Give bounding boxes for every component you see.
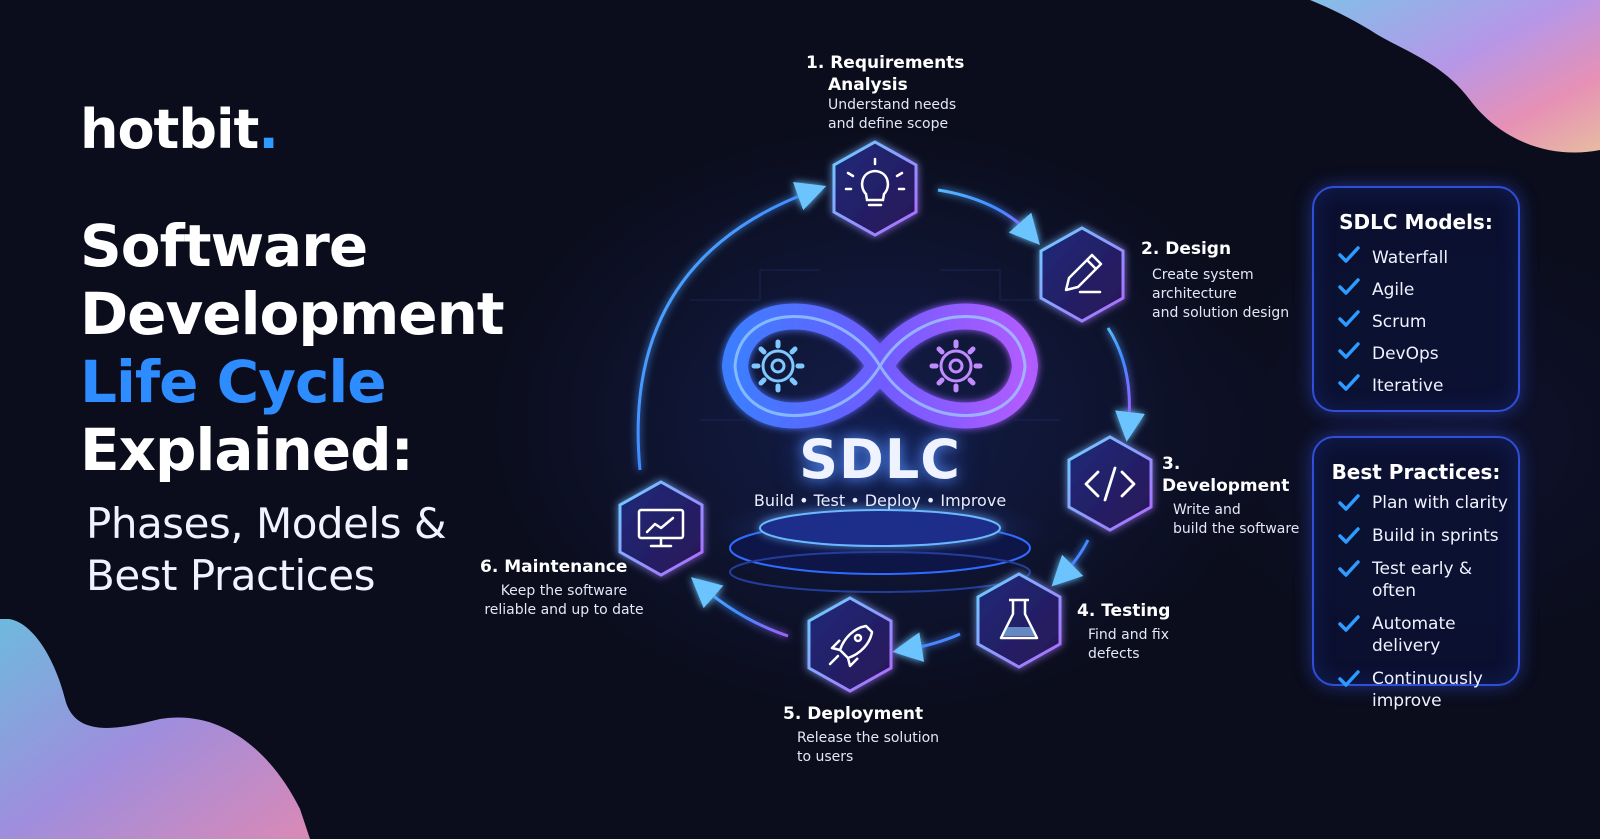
list-item: Build in sprints [1338,525,1518,547]
pencil-icon [1064,253,1103,294]
brand-name: hotbit [80,98,259,161]
arrow-6-to-1 [636,181,827,471]
checkmark-icon [1338,560,1360,577]
infinity-loop [722,303,1038,429]
rocket-icon [828,624,874,668]
phase-5-hex [807,596,893,693]
monitor-chart-icon [637,508,685,548]
arrow-1-to-2 [937,188,1040,245]
model-label: Agile [1372,280,1415,300]
best-practices-panel: Best Practices: Plan with clarity Build … [1312,436,1520,711]
phase-1-hex [832,140,918,237]
checkmark-icon [1338,374,1360,391]
arrow-2-to-3 [1106,327,1145,442]
checkmark-icon [1338,615,1360,632]
subtitle-line-1: Phases, Models & [86,499,447,548]
list-item: Iterative [1338,370,1518,402]
phase-3-title: 3. Development [1162,454,1290,496]
checkmark-icon [1338,246,1360,263]
title-line-2: Development [80,280,505,348]
practice-label: Continuously improve [1372,669,1483,711]
practice-label: Test early & often [1372,559,1473,601]
phase-5-title: 5. Deployment [783,704,924,724]
phase-4-label: 4. Testing Find and fix defects [1077,600,1217,664]
practice-label: Build in sprints [1372,526,1499,546]
gear-icon [929,339,983,393]
model-label: Scrum [1372,312,1427,332]
brand-logo: hotbit. [80,98,279,161]
flask-icon [999,598,1039,640]
list-item: Automate delivery [1338,613,1518,657]
arrow-4-to-5 [892,632,961,662]
list-item: Scrum [1338,306,1518,338]
phase-3-label: 3. Development Write and build the softw… [1162,453,1302,539]
list-item: Plan with clarity [1338,492,1518,514]
phase-6-label: 6. Maintenance Keep the software reliabl… [474,556,654,620]
phase-4-hex [976,572,1062,669]
model-label: Iterative [1372,376,1444,396]
phase-3-description: Write and build the software [1173,502,1300,537]
sdlc-models-heading: SDLC Models: [1339,210,1493,234]
page-title: Software Development Life Cycle Explaine… [80,212,505,484]
brand-dot: . [258,98,278,161]
phase-1-description: Understand needs and define scope [828,97,957,132]
phase-2-hex [1039,226,1125,323]
phase-2-description: Create system architecture and solution … [1152,267,1290,321]
checkmark-icon [1338,342,1360,359]
practice-label: Plan with clarity [1372,493,1508,513]
gear-icon [751,339,805,393]
phase-5-label: 5. Deployment Release the solution to us… [783,703,963,767]
model-label: Waterfall [1372,248,1449,268]
subtitle-line-2: Best Practices [86,551,376,600]
best-practices-heading: Best Practices: [1331,460,1501,484]
phase-1-title-line-2: Analysis [828,75,908,95]
title-line-1: Software [80,212,368,280]
list-item: DevOps [1338,338,1518,370]
core-subtitle: Build • Test • Deploy • Improve [753,491,1007,510]
arrow-5-to-6 [690,577,789,638]
title-line-4: Explained: [80,416,414,484]
phase-6-description: Keep the software reliable and up to dat… [484,583,644,618]
glowing-podium [710,490,1050,593]
list-item: Agile [1338,274,1518,306]
title-line-3: Life Cycle [80,348,387,416]
checkmark-icon [1338,278,1360,295]
list-item: Continuously improve [1338,668,1518,712]
practice-label: Automate delivery [1372,614,1456,656]
phase-4-title: 4. Testing [1077,601,1171,621]
phase-2-title: 2. Design [1141,239,1232,259]
page-subtitle: Phases, Models & Best Practices [86,498,447,602]
phase-1-title: 1. Requirements [806,53,965,73]
lightbulb-icon [844,157,906,207]
sdlc-models-list: Waterfall Agile Scrum DevOps Iterative [1314,234,1518,402]
circuit-background [690,269,1060,421]
sdlc-models-panel: SDLC Models: Waterfall Agile Scrum DevOp… [1312,186,1520,412]
best-practices-list: Plan with clarity Build in sprints Test … [1314,484,1518,712]
cycle-arrows [636,181,1145,662]
checkmark-icon [1338,527,1360,544]
phase-6-title: 6. Maintenance [480,557,628,577]
phase-1-label: 1. Requirements Analysis Understand need… [806,52,986,134]
phase-4-description: Find and fix defects [1088,627,1170,662]
code-icon [1084,466,1136,502]
checkmark-icon [1338,310,1360,327]
checkmark-icon [1338,494,1360,511]
core-title: SDLC [799,428,961,491]
list-item: Waterfall [1338,242,1518,274]
phase-hexagons [618,140,1153,693]
phase-5-description: Release the solution to users [797,730,940,765]
phase-2-label: 2. Design Create system architecture and… [1141,238,1306,323]
checkmark-icon [1338,670,1360,687]
list-item: Test early & often [1338,558,1518,602]
arrow-3-to-4 [1051,539,1090,587]
model-label: DevOps [1372,344,1439,364]
